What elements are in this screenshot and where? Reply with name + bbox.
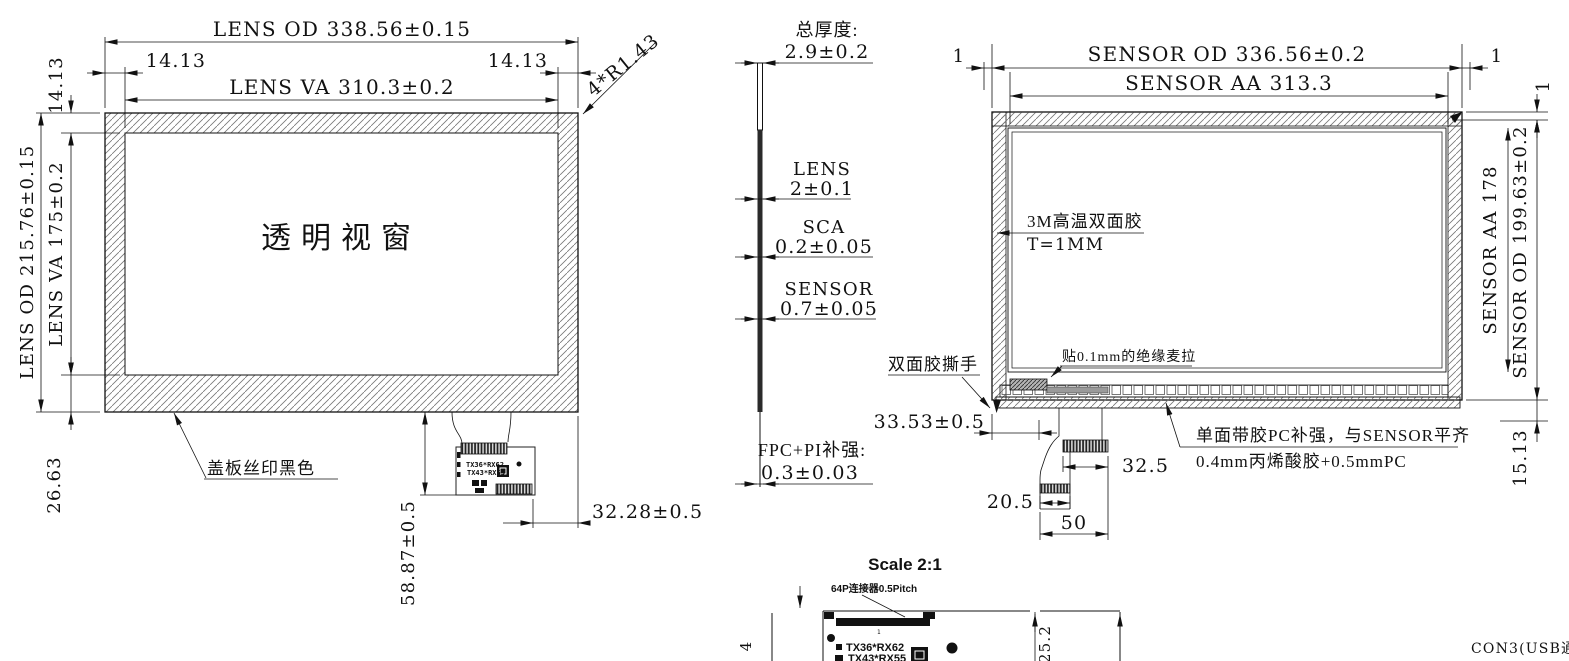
one-right-dim: 1 — [1491, 46, 1504, 67]
fpc-height-dim: 58.87±0.5 — [398, 500, 419, 606]
lens-viewing-area — [124, 132, 559, 376]
detail-64p-connector — [836, 618, 930, 626]
tail-total-width-dim: 50 — [1061, 512, 1088, 534]
tape-band-top — [991, 111, 1463, 127]
tape-note-line1: 3M高温双面胶 — [1027, 212, 1143, 231]
detail-hole-right — [946, 642, 958, 654]
transparent-window-label: 透明视窗 — [261, 222, 421, 255]
mylar-leader — [1050, 365, 1063, 378]
detail-pcb-text-2: TX43*RX55 — [848, 653, 906, 661]
tape-tear-tab — [993, 400, 1001, 413]
stack-row-3-value: 0.7±0.05 — [780, 298, 878, 320]
pcb-text-1: TX36*RX62 — [466, 461, 504, 469]
detail-dim-left: 4 — [737, 641, 755, 652]
corner-radius-dim: 4*R1.43 — [583, 30, 664, 102]
bottom-gap-dim: 15.13 — [1510, 429, 1531, 487]
pc-leader — [1165, 402, 1181, 448]
pc-reinforcement-strip — [995, 396, 1461, 409]
mylar-note: 贴0.1mm的绝缘麦拉 — [1062, 349, 1196, 365]
stack-row-0-value: 2.9±0.2 — [785, 41, 870, 63]
pcb-bottom-connector — [495, 483, 533, 495]
detail-hole-left — [827, 634, 835, 642]
front-view: 透明视窗 LENS OD 338.56±0.15 LENS VA 310.3±0… — [17, 17, 703, 606]
sensor-aa-h-dim: SENSOR AA 313.3 — [1125, 71, 1333, 95]
sensor-aa-v-dim: SENSOR AA 178 — [1480, 165, 1501, 334]
fpc-offset-dim: 32.28±0.5 — [592, 501, 703, 523]
tail-connector-lower — [1039, 483, 1071, 494]
tape-band-right — [1447, 111, 1463, 401]
inset-top-dim: 14.13 — [46, 56, 67, 114]
stack-row-4-name: FPC+PI补强: — [758, 440, 866, 460]
detail-connector-leader — [861, 594, 906, 618]
tear-tab-label: 双面胶撕手 — [888, 355, 978, 374]
corner-pointer — [1450, 112, 1462, 123]
pcb-hole — [516, 461, 522, 467]
lens-va-v-dim: LENS VA 175±0.2 — [46, 161, 67, 346]
corner-radius-leader — [582, 42, 656, 115]
tail-offset-dim: 33.53±0.5 — [874, 411, 985, 433]
sensor-active-area — [1007, 127, 1447, 373]
inset-right-dim: 14.13 — [488, 50, 548, 72]
one-top-dim: 1 — [1533, 80, 1554, 93]
stack-row-4-value: 0.3±0.03 — [761, 462, 859, 484]
lens-od-v-dim: LENS OD 215.76±0.15 — [17, 145, 38, 380]
stack-row-0-name: 总厚度: — [795, 20, 858, 40]
mylar-patch — [1009, 378, 1048, 391]
inset-bottom-dim: 26.63 — [44, 456, 65, 514]
lens-va-h-dim: LENS VA 310.3±0.2 — [229, 75, 455, 99]
lens-od-h-dim: LENS OD 338.56±0.15 — [213, 17, 471, 41]
stack-row-3-name: SENSOR — [784, 279, 873, 300]
back-fpc-tail — [1039, 408, 1109, 510]
stack-row-1-name: LENS — [793, 159, 851, 180]
tail-lower-width-dim: 20.5 — [987, 491, 1034, 513]
tail-connector-upper — [1062, 439, 1109, 453]
detail-dim-height: 25.2 — [1036, 625, 1054, 661]
tape-band-left — [991, 111, 1007, 401]
tear-tab-leader — [961, 376, 991, 409]
silk-print-leader — [173, 412, 207, 479]
detail-connector-label: 64P连接器0.5Pitch — [831, 582, 917, 595]
side-profile-stack — [757, 130, 763, 412]
fpc-tail-left-edge — [451, 411, 463, 445]
pcb-top-connector — [460, 442, 508, 455]
silk-print-label: 盖板丝印黑色 — [207, 459, 315, 478]
sensor-od-v-dim: SENSOR OD 199.63±0.2 — [1510, 125, 1531, 378]
detail-pcb-text-1: TX36*RX62 — [846, 642, 904, 654]
tape-note-line2: T=1MM — [1027, 235, 1104, 255]
detail-pcb: 1 TX36*RX62 TX43*RX55 — [822, 610, 1121, 661]
stack-row-1-value: 2±0.1 — [790, 178, 854, 200]
stack-row-2-value: 0.2±0.05 — [775, 236, 873, 258]
pc-note-line1: 单面带胶PC补强，与SENSOR平齐 — [1196, 426, 1470, 445]
one-left-dim: 1 — [953, 46, 966, 67]
sensor-od-h-dim: SENSOR OD 336.56±0.2 — [1088, 42, 1367, 66]
back-view: 1 SENSOR OD 336.56±0.2 1 SENSOR AA 313.3… — [874, 42, 1554, 540]
front-fpc-pcb: TX36*RX62 TX43*RX55 — [455, 442, 536, 496]
detail-title: Scale 2:1 — [868, 555, 942, 574]
pc-note-line2: 0.4mm丙烯酸胶+0.5mmPC — [1196, 452, 1407, 471]
detail-pin1-label: 1 — [877, 629, 881, 636]
side-profile-lens — [757, 62, 763, 131]
mylar-strip — [1046, 386, 1109, 394]
pcb-text-2: TX43*RX55 — [467, 469, 505, 477]
stack-row-2-name: SCA — [803, 217, 846, 238]
fpc-tail-right-edge — [507, 411, 512, 443]
inset-left-dim: 14.13 — [146, 50, 206, 72]
detail-view: Scale 2:1 64P连接器0.5Pitch 4 1 TX36*RX62 T… — [737, 555, 1569, 661]
con3-label: CON3(USB通讯) — [1471, 641, 1569, 657]
side-view: 总厚度: 2.9±0.2 LENS 2±0.1 SCA 0.2±0.05 SEN… — [735, 20, 878, 487]
tail-upper-width-dim: 32.5 — [1122, 455, 1169, 477]
